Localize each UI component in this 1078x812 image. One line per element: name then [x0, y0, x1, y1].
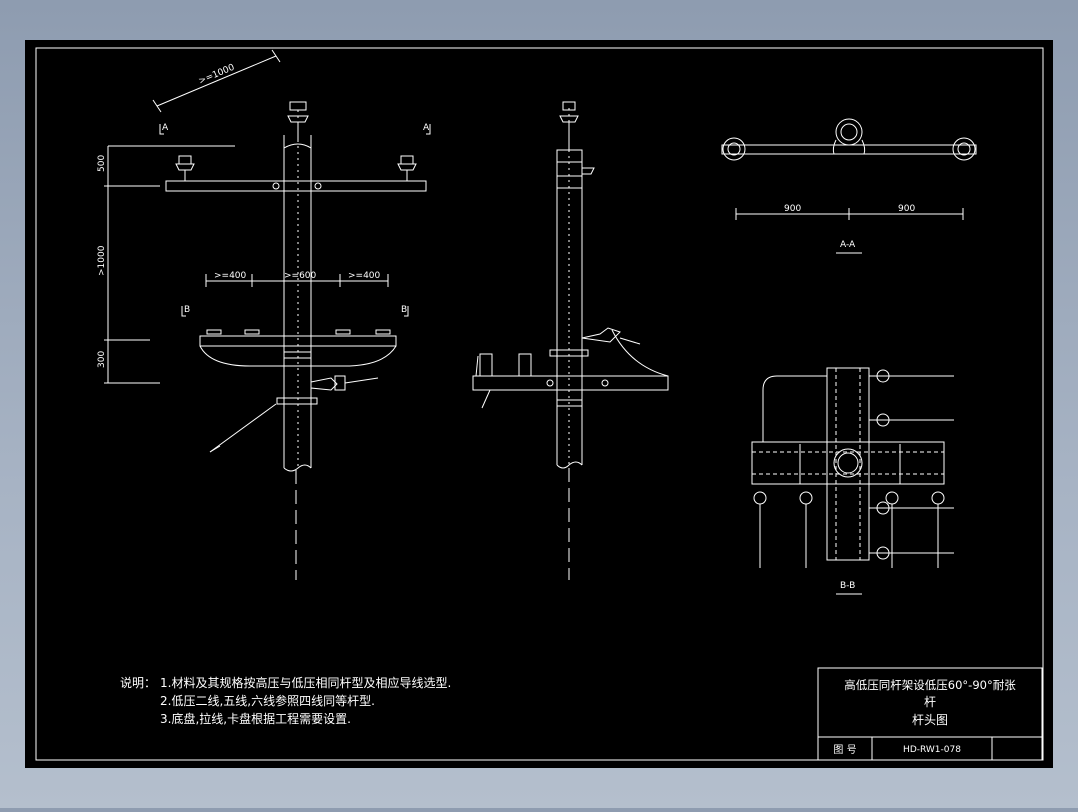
dim-gap-2: >=600 — [284, 271, 317, 281]
title-line-3: 杆头图 — [912, 713, 948, 727]
dim-gap-3: >=400 — [348, 271, 381, 281]
notes-prefix: 说明： — [120, 675, 156, 690]
dim-gap-1: >=400 — [214, 271, 247, 281]
note-line-3: 3.底盘,拉线,卡盘根据工程需要设置. — [160, 711, 351, 726]
drawing-number-label: 图 号 — [833, 744, 856, 756]
dim-1000: >1000 — [97, 245, 107, 276]
drawing-number: HD-RW1-078 — [903, 745, 961, 755]
dim-500: 500 — [97, 155, 107, 172]
side-view — [472, 101, 669, 580]
section-bb-view — [751, 367, 954, 595]
section-mark-a-left: A — [162, 123, 169, 133]
title-line-1: 高低压同杆架设低压60°-90°耐张 — [844, 678, 1016, 692]
note-line-2: 2.低压二线,五线,六线参照四线同等杆型. — [160, 693, 375, 708]
dim-300: 300 — [97, 351, 107, 368]
section-aa-label: A-A — [840, 240, 856, 250]
section-mark-b-left: B — [184, 305, 190, 315]
dim-aa-left: 900 — [784, 204, 801, 214]
sheet-border — [35, 47, 1044, 761]
section-mark-b-right: B — [401, 305, 407, 315]
section-mark-a-right: A — [423, 123, 430, 133]
front-view — [104, 49, 431, 580]
section-aa-view — [721, 118, 977, 254]
section-bb-label: B-B — [840, 581, 855, 591]
dim-aa-right: 900 — [898, 204, 915, 214]
note-line-1: 1.材料及其规格按高压与低压相同杆型及相应导线选型. — [160, 675, 451, 690]
sheet-background — [25, 40, 1053, 768]
title-block-frame — [817, 667, 1043, 761]
title-line-2: 杆 — [924, 695, 936, 709]
